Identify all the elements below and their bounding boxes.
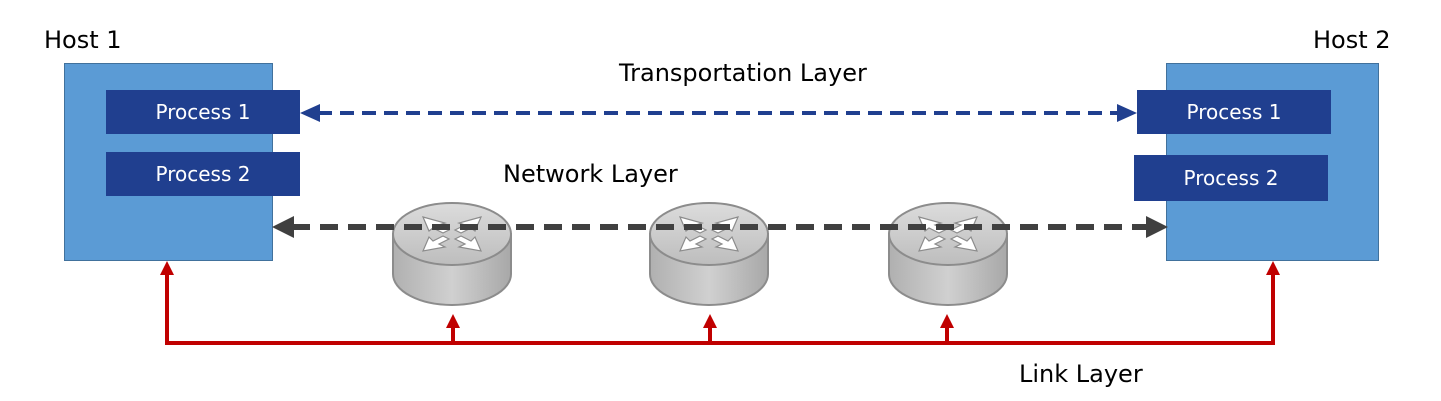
network-layer-label: Network Layer (503, 160, 678, 188)
host-1-process-1: Process 1 (106, 90, 300, 134)
link-layer-label: Link Layer (1019, 360, 1143, 388)
host-2-label: Host 2 (1313, 26, 1391, 54)
transport-layer-label: Transportation Layer (619, 59, 867, 87)
router-1-icon (392, 202, 512, 306)
host-1-process-2: Process 2 (106, 152, 300, 196)
network-layer-arrow (272, 216, 1168, 238)
transport-layer-arrow (300, 104, 1137, 122)
router-3-icon (888, 202, 1008, 306)
host-2-process-2: Process 2 (1134, 155, 1328, 201)
host-1-label: Host 1 (44, 26, 122, 54)
host-2-process-1: Process 1 (1137, 90, 1331, 134)
link-arrowheads (160, 261, 1280, 328)
router-2-icon (649, 202, 769, 306)
